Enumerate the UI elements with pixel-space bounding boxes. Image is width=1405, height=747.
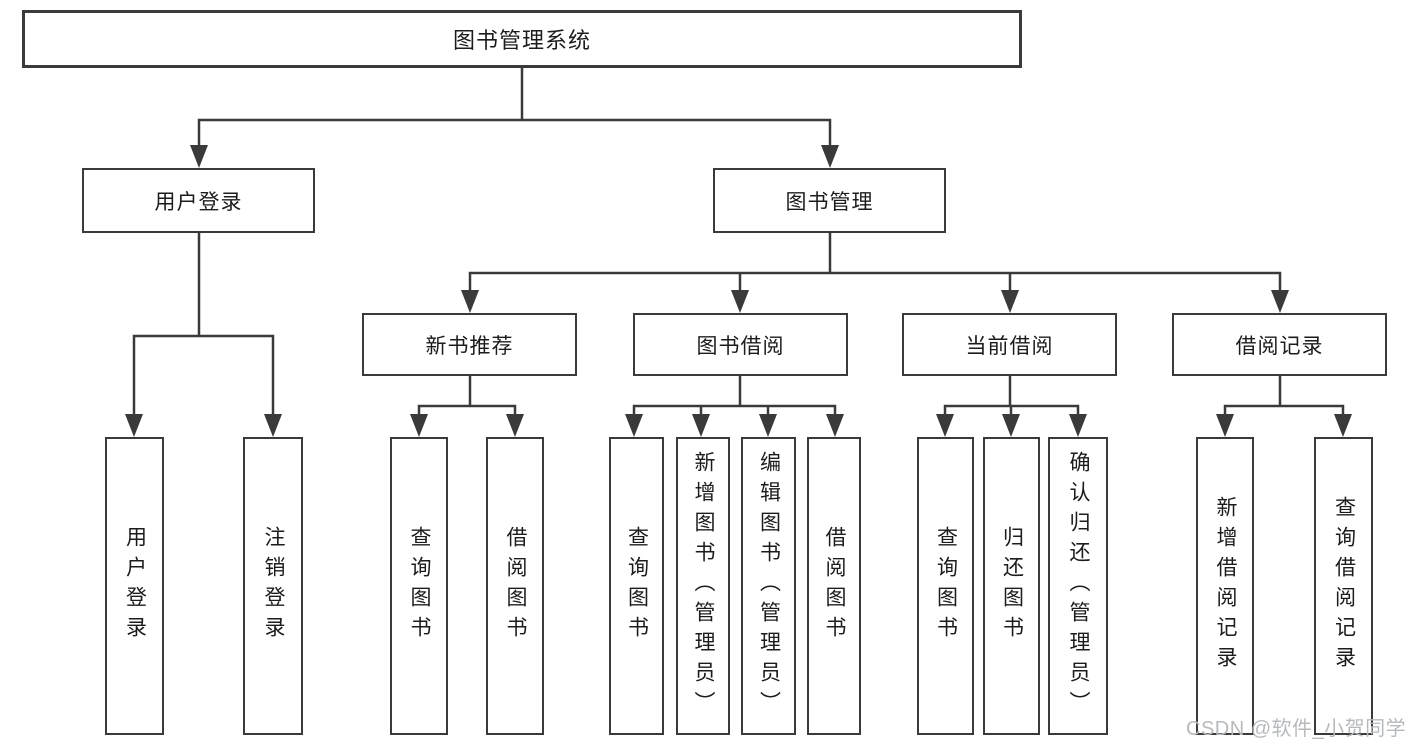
leaf-confirm-return-admin: 确认归还（管理员） <box>1048 437 1108 735</box>
node-borrow-records: 借阅记录 <box>1172 313 1387 376</box>
leaf-borrow-books: 借阅图书 <box>807 437 861 735</box>
leaf-query-borrow-record: 查询借阅记录 <box>1314 437 1373 735</box>
arrowheads <box>125 145 1352 437</box>
leaf-label: 查询图书 <box>408 526 431 646</box>
leaf-edit-books-admin: 编辑图书（管理员） <box>741 437 796 735</box>
leaf-label: 借阅图书 <box>504 526 527 646</box>
node-user-login: 用户登录 <box>82 168 315 233</box>
leaf-label: 查询图书 <box>934 526 958 646</box>
leaf-query-books: 查询图书 <box>390 437 448 735</box>
leaf-label: 新增图书（管理员） <box>692 451 715 721</box>
leaf-label: 用户登录 <box>123 526 147 646</box>
node-label: 图书借阅 <box>696 334 785 358</box>
leaf-return-books: 归还图书 <box>983 437 1040 735</box>
node-label: 借阅记录 <box>1235 334 1324 358</box>
csdn-watermark: CSDN @软件_小贺同学 <box>1186 718 1405 740</box>
leaf-label: 归还图书 <box>1000 526 1024 646</box>
leaf-label: 确认归还（管理员） <box>1067 451 1090 721</box>
leaf-label: 注销登录 <box>262 526 285 646</box>
leaf-borrow-books: 借阅图书 <box>486 437 544 735</box>
node-label: 用户登录 <box>154 190 243 214</box>
node-system-root: 图书管理系统 <box>22 10 1022 68</box>
node-label: 图书管理系统 <box>452 28 591 53</box>
leaf-add-borrow-record: 新增借阅记录 <box>1196 437 1254 735</box>
node-current-borrow: 当前借阅 <box>902 313 1117 376</box>
leaf-query-books: 查询图书 <box>917 437 974 735</box>
node-book-management: 图书管理 <box>713 168 946 233</box>
node-label: 当前借阅 <box>965 334 1054 358</box>
leaf-logout: 注销登录 <box>243 437 303 735</box>
leaf-label: 新增借阅记录 <box>1214 496 1237 676</box>
node-label: 新书推荐 <box>425 334 514 358</box>
node-new-book-recommend: 新书推荐 <box>362 313 577 376</box>
leaf-label: 查询图书 <box>625 526 649 646</box>
leaf-label: 查询借阅记录 <box>1332 496 1356 676</box>
leaf-add-books-admin: 新增图书（管理员） <box>676 437 730 735</box>
leaf-query-books: 查询图书 <box>609 437 664 735</box>
leaf-label: 编辑图书（管理员） <box>757 451 781 721</box>
leaf-user-login: 用户登录 <box>105 437 164 735</box>
leaf-label: 借阅图书 <box>823 526 846 646</box>
node-label: 图书管理 <box>785 190 874 214</box>
node-book-borrow: 图书借阅 <box>633 313 848 376</box>
